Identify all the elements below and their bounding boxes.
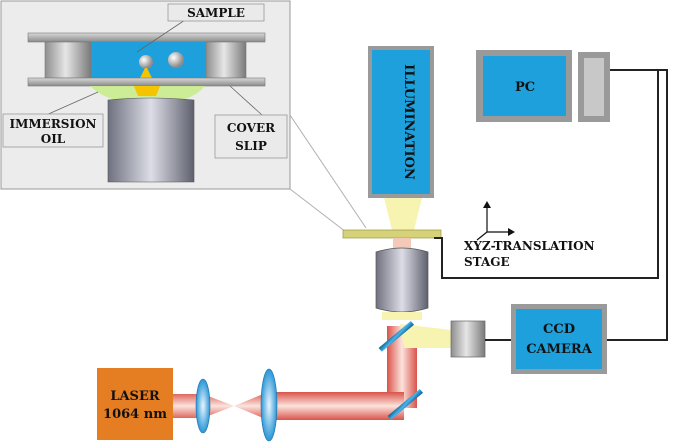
illumination-body	[372, 50, 430, 194]
immersion-oil-label-box	[2, 113, 104, 148]
translation-stage-plate	[342, 229, 442, 239]
inset-magnified-view: SAMPLE IMMERSION OIL COVER SLIP	[0, 0, 367, 233]
chamber-wall-right	[205, 41, 247, 79]
illumination-light	[384, 198, 422, 230]
camera-lens	[450, 320, 486, 358]
light-to-camera	[400, 324, 452, 348]
camera-to-pc-cable	[607, 69, 668, 341]
steering-mirror	[387, 388, 424, 420]
xyz-axes-icon	[476, 201, 515, 241]
sample-pointer	[136, 19, 186, 53]
camera-label-line2: CAMERA	[526, 342, 593, 357]
dichroic-mirror	[378, 320, 415, 352]
zoom-line-top	[289, 114, 367, 229]
focused-beam-in-sample	[140, 68, 152, 78]
cover-slip-plate	[27, 77, 266, 87]
laser-label-line1: LASER	[110, 389, 160, 404]
beam-through-oil	[134, 86, 160, 96]
stage-label-line1: XYZ-TRANSLATION	[464, 239, 595, 253]
immersion-oil-label-line1: IMMERSION	[10, 117, 97, 131]
immersion-oil-pointer	[43, 91, 99, 117]
pc-tower	[584, 58, 604, 116]
cover-slip-label-line2: SLIP	[235, 139, 267, 153]
sample-label-box	[167, 3, 265, 22]
illumination-source: ILLUMINATION	[368, 46, 434, 230]
sample-label: SAMPLE	[187, 6, 245, 20]
beam-between-lenses	[168, 392, 268, 420]
camera-label-line1: CCD	[543, 322, 575, 337]
free-bead	[168, 52, 184, 68]
inset-objective	[107, 97, 195, 183]
beam-expanded	[270, 392, 404, 420]
objective-lens	[375, 247, 429, 313]
laser-label-line2: 1064 nm	[103, 407, 167, 422]
zoom-line-bottom	[289, 188, 347, 233]
immersion-oil-label-line2: OIL	[41, 132, 66, 146]
laser-box	[97, 368, 173, 440]
pc-monitor-screen	[483, 56, 566, 116]
ccd-camera-body	[516, 309, 602, 369]
top-plate	[27, 32, 266, 43]
pc-label: PC	[515, 80, 535, 95]
beam-into-objective	[393, 238, 411, 248]
trapped-bead	[139, 55, 153, 69]
cover-slip-label-line1: COVER	[227, 121, 276, 135]
lens-2	[260, 368, 278, 442]
lens-1	[195, 378, 211, 434]
illumination-label: ILLUMINATION	[401, 64, 416, 180]
light-below-objective	[382, 312, 422, 320]
cover-slip-pointer	[229, 85, 263, 116]
cover-slip-label-box	[214, 114, 288, 159]
chamber-wall-left	[44, 41, 92, 79]
stage-label-line2: STAGE	[464, 255, 510, 269]
stage-to-pc-cable	[434, 70, 659, 279]
